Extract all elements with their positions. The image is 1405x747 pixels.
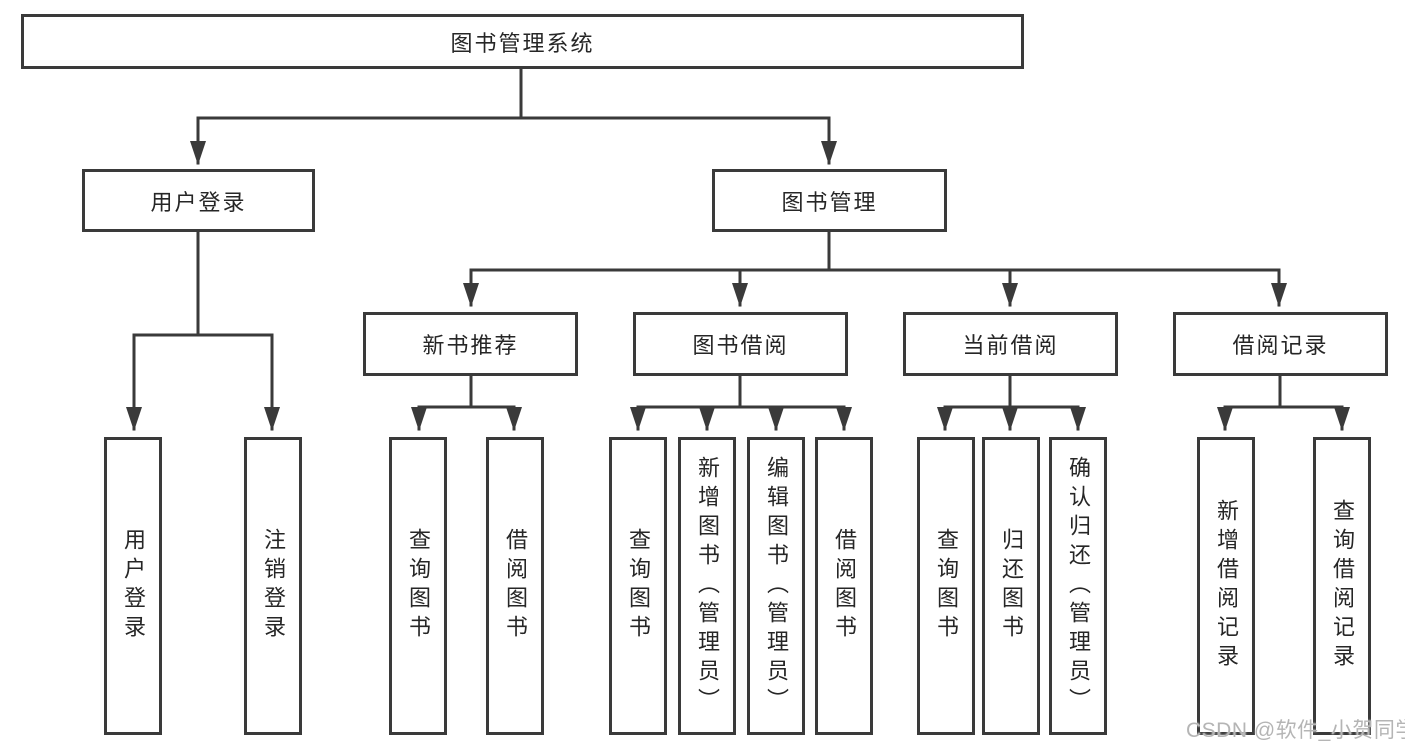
node-new-book-recommend: 新书推荐: [363, 312, 578, 376]
csdn-watermark: CSDN @软件_小贺同学: [1186, 719, 1405, 742]
node-user-login-label: 用户登录: [150, 189, 247, 215]
leaf-borrow-add-book-admin-label: 新增图书（管理员）: [695, 455, 720, 717]
leaf-user-login-label: 用户登录: [121, 528, 146, 644]
leaf-current-confirm-return-admin-label: 确认归还（管理员）: [1066, 455, 1091, 717]
leaf-current-return-books: 归还图书: [982, 437, 1040, 735]
leaf-borrow-borrow-books: 借阅图书: [815, 437, 873, 735]
node-book-borrow: 图书借阅: [633, 312, 848, 376]
leaf-rec-borrow-books: 借阅图书: [486, 437, 544, 735]
leaf-current-query-books: 查询图书: [917, 437, 975, 735]
leaf-borrow-edit-book-admin: 编辑图书（管理员）: [747, 437, 805, 735]
leaf-current-query-books-label: 查询图书: [934, 528, 959, 644]
leaf-borrow-add-book-admin: 新增图书（管理员）: [678, 437, 736, 735]
leaf-rec-query-books: 查询图书: [389, 437, 447, 735]
node-root-label: 图书管理系统: [450, 30, 595, 56]
node-book-management: 图书管理: [712, 169, 947, 232]
leaf-rec-query-books-label: 查询图书: [406, 528, 431, 644]
leaf-rec-borrow-books-label: 借阅图书: [503, 528, 528, 644]
leaf-borrow-query-books: 查询图书: [609, 437, 667, 735]
leaf-borrow-query-books-label: 查询图书: [626, 528, 651, 644]
leaf-borrow-edit-book-admin-label: 编辑图书（管理员）: [764, 455, 789, 717]
leaf-record-add-borrow-record-label: 新增借阅记录: [1214, 499, 1239, 673]
leaf-record-add-borrow-record: 新增借阅记录: [1197, 437, 1255, 735]
node-book-management-label: 图书管理: [781, 189, 878, 215]
node-current-borrow-label: 当前借阅: [962, 333, 1059, 358]
leaf-logout-label: 注销登录: [261, 528, 286, 644]
node-root: 图书管理系统: [21, 14, 1024, 69]
node-new-book-recommend-label: 新书推荐: [422, 333, 519, 358]
node-borrow-records-label: 借阅记录: [1232, 333, 1329, 358]
leaf-user-login: 用户登录: [104, 437, 162, 735]
node-borrow-records: 借阅记录: [1173, 312, 1388, 376]
leaf-record-query-borrow-record: 查询借阅记录: [1313, 437, 1371, 735]
node-user-login: 用户登录: [82, 169, 315, 232]
node-current-borrow: 当前借阅: [903, 312, 1118, 376]
leaf-logout: 注销登录: [244, 437, 302, 735]
leaf-current-return-books-label: 归还图书: [999, 528, 1024, 644]
leaf-record-query-borrow-record-label: 查询借阅记录: [1330, 499, 1355, 673]
leaf-current-confirm-return-admin: 确认归还（管理员）: [1049, 437, 1107, 735]
leaf-borrow-borrow-books-label: 借阅图书: [832, 528, 857, 644]
node-book-borrow-label: 图书借阅: [692, 333, 789, 358]
